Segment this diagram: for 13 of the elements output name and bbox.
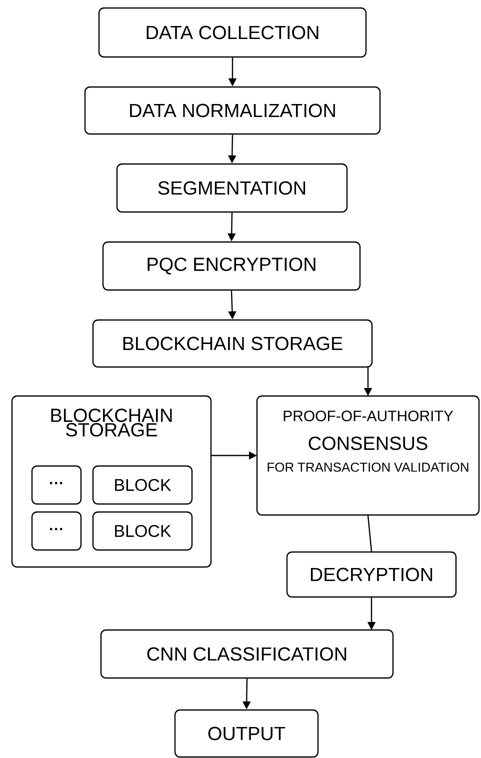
process-box: BLOCKCHAIN STORAGE bbox=[92, 319, 373, 368]
block-box: ··· bbox=[31, 511, 82, 551]
process-box: PQC ENCRYPTION bbox=[102, 241, 361, 291]
block-box: ··· bbox=[31, 465, 82, 505]
process-box: CNN CLASSIFICATION bbox=[100, 629, 394, 679]
process-box: DATA NORMALIZATION bbox=[84, 86, 381, 135]
process-box: SEGMENTATION bbox=[116, 163, 348, 213]
process-box: DECRYPTION bbox=[286, 551, 457, 598]
block-box: BLOCK bbox=[92, 511, 193, 551]
block-box: BLOCK bbox=[92, 465, 193, 505]
process-box: DATA COLLECTION bbox=[98, 7, 367, 58]
process-box: OUTPUT bbox=[174, 709, 319, 758]
process-box: PROOF-OF-AUTHORITY CONSENSUS FOR TRANSACTION VALIDATION bbox=[256, 395, 480, 516]
